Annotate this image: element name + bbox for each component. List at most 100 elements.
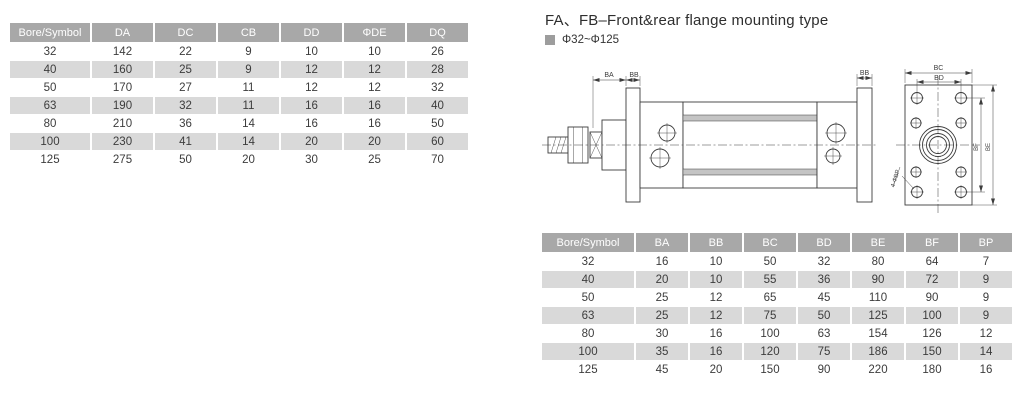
table-cell: 20: [281, 133, 342, 150]
column-header: BP: [960, 233, 1012, 252]
table-cell: 10: [690, 271, 742, 288]
bore-range-label: Φ32~Φ125: [562, 34, 620, 46]
table-cell: 90: [906, 289, 958, 306]
dim-label-be: BE: [986, 143, 992, 151]
table-cell: 12: [281, 79, 342, 96]
table-cell: 40: [542, 271, 634, 288]
table-cell: 25: [344, 151, 405, 168]
column-header: DC: [155, 23, 216, 42]
table-cell: 28: [407, 61, 468, 78]
dim-label-ba: BA: [604, 72, 614, 79]
table-cell: 72: [906, 271, 958, 288]
table-cell: 36: [798, 271, 850, 288]
table-cell: 100: [744, 325, 796, 342]
dim-label-bb-front: BB: [629, 72, 639, 79]
table-cell: 16: [281, 115, 342, 132]
column-header: DA: [92, 23, 153, 42]
bore-range-subtitle: Φ32~Φ125: [545, 34, 619, 46]
table-cell: 63: [10, 97, 90, 114]
table-cell: 25: [636, 307, 688, 324]
column-header: BB: [690, 233, 742, 252]
column-header: Bore/Symbol: [10, 23, 90, 42]
table-cell: 41: [155, 133, 216, 150]
section-title: FA、FB–Front&rear flange mounting type: [545, 12, 829, 29]
table-cell: 100: [542, 343, 634, 360]
table-cell: 10: [281, 43, 342, 60]
table-cell: 27: [155, 79, 216, 96]
table-cell: 60: [407, 133, 468, 150]
table-cell: 25: [636, 289, 688, 306]
table-cell: 11: [218, 97, 279, 114]
table-cell: 12: [690, 307, 742, 324]
column-header: BA: [636, 233, 688, 252]
table-cell: 14: [960, 343, 1012, 360]
end-view-dimensions: BC BD BF BE 4-ΦBP: [890, 65, 997, 206]
table-cell: 16: [344, 97, 405, 114]
table-cell: 12: [960, 325, 1012, 342]
table-cell: 50: [542, 289, 634, 306]
side-view-dimensions: BA BB BB: [592, 70, 873, 128]
table-cell: 40: [407, 97, 468, 114]
table-cell: 30: [636, 325, 688, 342]
table-cell: 70: [407, 151, 468, 168]
column-header: Bore/Symbol: [542, 233, 634, 252]
table-cell: 20: [218, 151, 279, 168]
table-cell: 110: [852, 289, 904, 306]
cylinder-technical-drawing: BA BB BB: [542, 65, 997, 213]
table-cell: 150: [744, 361, 796, 378]
table-cell: 9: [960, 289, 1012, 306]
table-cell: 50: [798, 307, 850, 324]
table-cell: 16: [690, 343, 742, 360]
table-cell: 20: [690, 361, 742, 378]
table-cell: 120: [744, 343, 796, 360]
table-cell: 14: [218, 133, 279, 150]
table-cell: 45: [636, 361, 688, 378]
table-cell: 142: [92, 43, 153, 60]
table-cell: 50: [10, 79, 90, 96]
rear-port: [825, 122, 847, 144]
table-cell: 12: [344, 61, 405, 78]
table-cell: 80: [10, 115, 90, 132]
end-view: [896, 76, 980, 213]
table-cell: 230: [92, 133, 153, 150]
table-cell: 32: [155, 97, 216, 114]
dim-label-bd: BD: [934, 75, 944, 82]
table-cell: 50: [407, 115, 468, 132]
table-cell: 16: [690, 325, 742, 342]
table-cell: 16: [960, 361, 1012, 378]
table-cell: 186: [852, 343, 904, 360]
hole-note-label: 4-ΦBP: [890, 169, 901, 188]
dim-label-bb-rear: BB: [860, 70, 870, 77]
table-cell: 126: [906, 325, 958, 342]
table-cell: 11: [218, 79, 279, 96]
table-cell: 35: [636, 343, 688, 360]
table-cell: 275: [92, 151, 153, 168]
mounting-holes: [910, 117, 967, 178]
column-header: BF: [906, 233, 958, 252]
front-port: [657, 123, 677, 143]
table-cell: 80: [542, 325, 634, 342]
table-cell: 125: [542, 361, 634, 378]
square-bullet-icon: [545, 35, 555, 45]
table-cell: 50: [155, 151, 216, 168]
front-cushion-screw: [649, 147, 671, 169]
table-cell: 9: [218, 61, 279, 78]
table-cell: 32: [542, 253, 634, 270]
column-header: BD: [798, 233, 850, 252]
table-cell: 30: [281, 151, 342, 168]
table-cell: 16: [281, 97, 342, 114]
column-header: BC: [744, 233, 796, 252]
table-cell: 170: [92, 79, 153, 96]
table-cell: 12: [281, 61, 342, 78]
